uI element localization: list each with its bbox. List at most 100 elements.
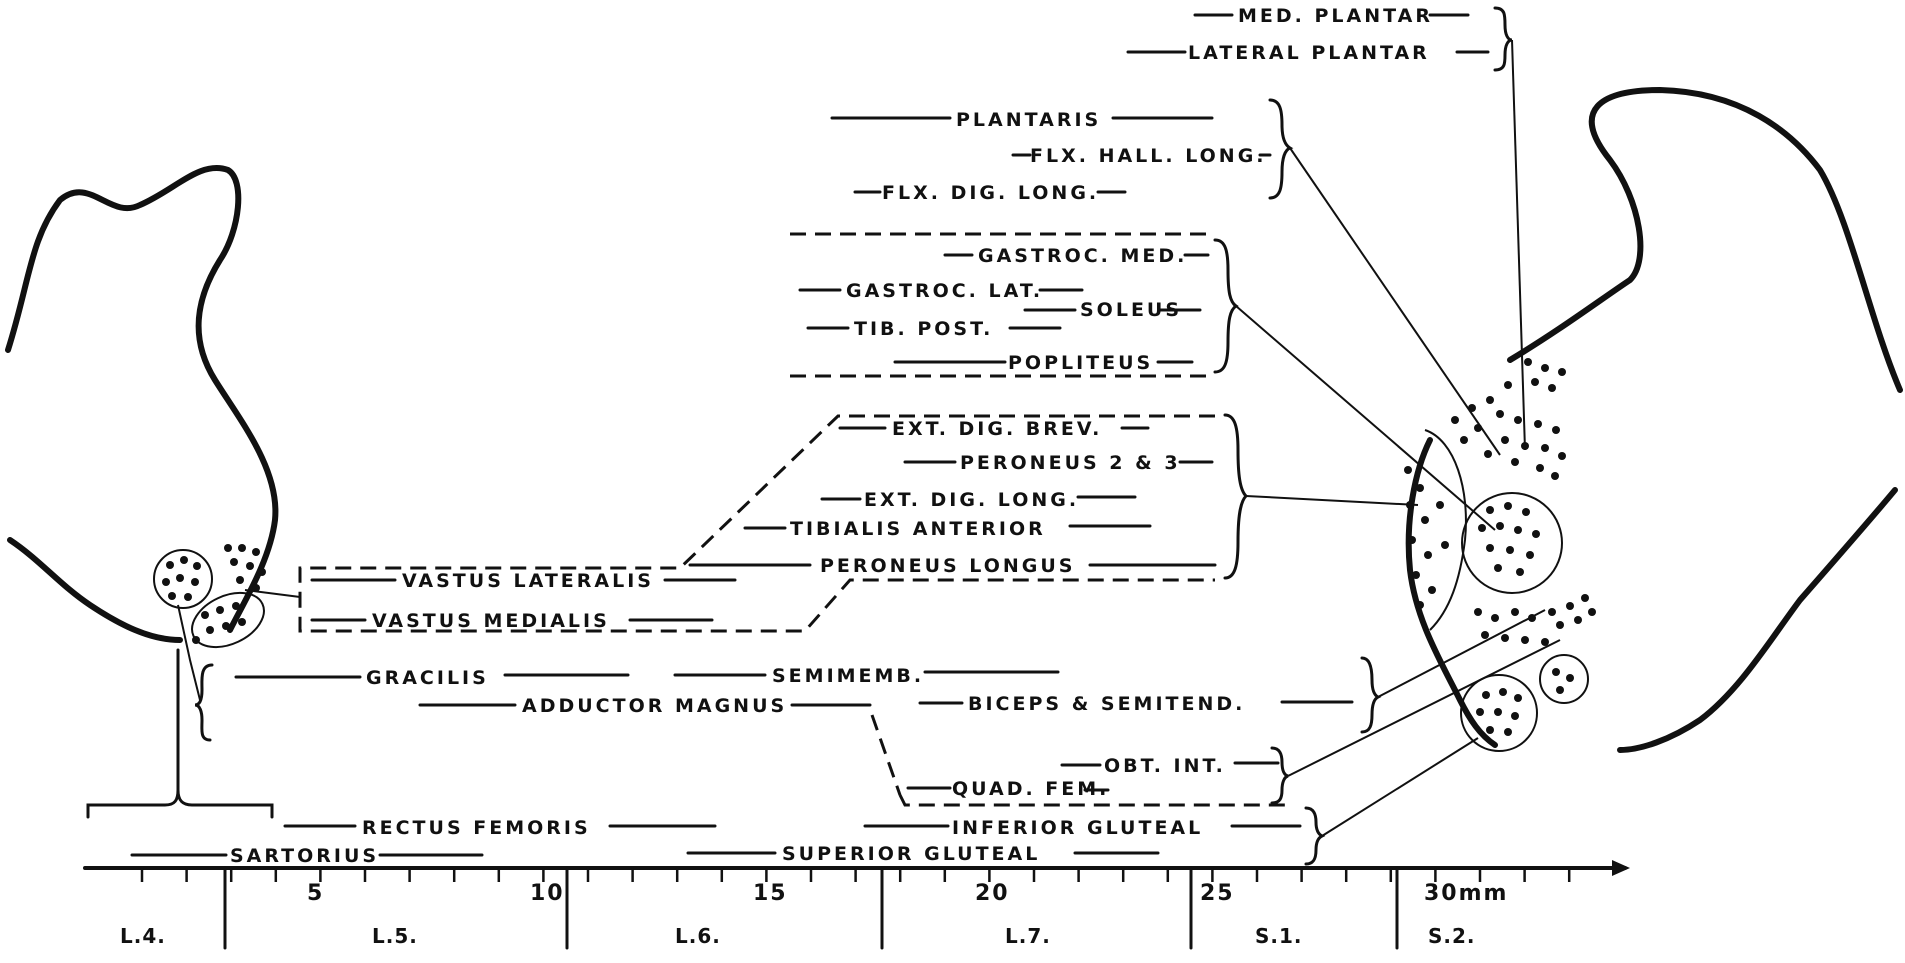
label-gastroc-lat: GASTROC. LAT. — [798, 280, 1084, 302]
right-nucleus-circle-large — [1461, 492, 1563, 594]
label-tibialis-anterior: TIBIALIS ANTERIOR — [743, 518, 1152, 540]
left-pointer-to-gracilis — [177, 604, 201, 701]
axis-tick-labels: 5 10 15 20 25 30mm — [307, 881, 1506, 906]
svg-text:EXT. DIG. LONG.: EXT. DIG. LONG. — [864, 489, 1079, 511]
svg-text:BICEPS & SEMITEND.: BICEPS & SEMITEND. — [968, 693, 1245, 715]
left-lower-brace — [86, 648, 274, 819]
label-tib-post: TIB. POST. — [806, 318, 1062, 340]
left-nucleus-dots — [162, 544, 266, 644]
scale-axis: 5 10 15 20 25 30mm L.4. L.5. L.6. L.7. S… — [83, 860, 1630, 950]
svg-text:SARTORIUS: SARTORIUS — [230, 845, 379, 867]
svg-text:MED. PLANTAR: MED. PLANTAR — [1238, 5, 1433, 27]
label-plantaris: PLANTARIS — [830, 109, 1214, 131]
label-gastroc-med: GASTROC. MED. — [943, 245, 1210, 267]
right-ventral-horn-border — [1405, 437, 1498, 748]
svg-text:GRACILIS: GRACILIS — [366, 667, 489, 689]
svg-text:PERONEUS LONGUS: PERONEUS LONGUS — [820, 555, 1075, 577]
dashed-box-gastroc — [790, 232, 1210, 378]
svg-text:RECTUS FEMORIS: RECTUS FEMORIS — [362, 817, 591, 839]
pointer-gastroc-group — [1235, 305, 1496, 531]
label-peroneus-2-3: PERONEUS 2 & 3 — [903, 452, 1214, 474]
label-superior-gluteal: SUPERIOR GLUTEAL — [686, 843, 1160, 865]
svg-text:VASTUS LATERALIS: VASTUS LATERALIS — [402, 570, 654, 592]
label-vastus-lateralis: VASTUS LATERALIS — [310, 570, 737, 592]
pointer-gluteal — [1321, 737, 1479, 837]
pointer-ext-group — [1245, 495, 1419, 506]
label-inferior-gluteal: INFERIOR GLUTEAL — [863, 817, 1302, 839]
dashed-group-boxes — [298, 232, 1285, 807]
tick-label-20: 20 — [975, 881, 1010, 906]
svg-text:POPLITEUS: POPLITEUS — [1008, 352, 1153, 374]
left-cord-outline-lower — [7, 537, 183, 643]
segment-label-s1: S.1. — [1255, 924, 1303, 948]
right-nucleus-dots — [1404, 358, 1596, 736]
right-braces — [1213, 6, 1561, 866]
svg-text:SOLEUS: SOLEUS — [1080, 299, 1182, 321]
right-cord-outline-upper — [1507, 87, 1903, 393]
left-nucleus-ellipse — [191, 591, 265, 649]
label-ext-dig-long: EXT. DIG. LONG. — [820, 489, 1137, 511]
pointer-plantaris-group — [1289, 147, 1501, 456]
label-soleus: SOLEUS — [1023, 299, 1202, 321]
label-vastus-medialis: VASTUS MEDIALIS — [310, 610, 714, 632]
axis-arrowhead — [1612, 860, 1630, 876]
left-cord-cross-section — [5, 165, 301, 819]
left-pointer-to-vastus — [244, 589, 301, 598]
segment-label-l7: L.7. — [1005, 924, 1051, 948]
brace-biceps — [1360, 656, 1382, 734]
svg-text:TIB. POST.: TIB. POST. — [854, 318, 993, 340]
segment-label-s2: S.2. — [1428, 924, 1476, 948]
pointer-plantar — [1511, 39, 1526, 451]
label-ext-dig-brev: EXT. DIG. BREV. — [838, 418, 1150, 440]
label-quad-fem: QUAD. FEM. — [906, 778, 1110, 800]
svg-text:OBT. INT.: OBT. INT. — [1104, 755, 1226, 777]
right-nucleus-circle-lower — [1460, 674, 1538, 752]
tick-label-25: 25 — [1200, 881, 1235, 906]
svg-text:VASTUS MEDIALIS: VASTUS MEDIALIS — [372, 610, 610, 632]
muscle-labels: MED. PLANTAR LATERAL PLANTAR PLANTARIS F… — [130, 5, 1490, 867]
left-cord-outline-upper — [5, 165, 279, 633]
svg-text:LATERAL PLANTAR: LATERAL PLANTAR — [1188, 42, 1430, 64]
right-nucleus-circle-small — [1539, 654, 1589, 704]
svg-text:SEMIMEMB.: SEMIMEMB. — [772, 665, 924, 687]
brace-plantaris-group — [1268, 98, 1294, 200]
segment-label-l4: L.4. — [120, 924, 166, 948]
left-nucleus-circle — [153, 549, 213, 609]
segment-boundaries — [223, 866, 1399, 950]
tick-label-5: 5 — [307, 881, 324, 906]
brace-obturator — [1270, 746, 1289, 805]
dashed-box-ext-vastus — [298, 414, 1215, 633]
svg-text:GASTROC. LAT.: GASTROC. LAT. — [846, 280, 1043, 302]
label-flx-dig-long: FLX. DIG. LONG. — [853, 182, 1127, 204]
dashed-box-adductor-quad — [870, 714, 1285, 807]
svg-text:FLX. HALL. LONG.: FLX. HALL. LONG. — [1030, 145, 1267, 167]
brace-plantar — [1493, 6, 1513, 72]
svg-text:EXT. DIG. BREV.: EXT. DIG. BREV. — [892, 418, 1102, 440]
label-flx-hall-long: FLX. HALL. LONG. — [1011, 145, 1272, 167]
svg-text:PLANTARIS: PLANTARIS — [956, 109, 1101, 131]
segment-labels: L.4. L.5. L.6. L.7. S.1. S.2. — [120, 924, 1476, 948]
label-peroneus-longus: PERONEUS LONGUS — [688, 555, 1217, 577]
label-biceps-semitend: BICEPS & SEMITEND. — [918, 693, 1354, 715]
right-cord-cross-section — [1404, 87, 1903, 753]
brace-ext-group — [1223, 413, 1249, 580]
label-rectus-femoris: RECTUS FEMORIS — [283, 817, 717, 839]
brace-gluteal — [1304, 806, 1326, 866]
label-sartorius: SARTORIUS — [130, 845, 484, 867]
label-adductor-magnus: ADDUCTOR MAGNUS — [418, 695, 872, 717]
label-popliteus: POPLITEUS — [893, 352, 1194, 374]
left-gracilis-brace — [194, 663, 214, 742]
right-lateral-nucleus-outline — [1424, 429, 1467, 631]
svg-text:GASTROC. MED.: GASTROC. MED. — [978, 245, 1187, 267]
segment-label-l5: L.5. — [372, 924, 418, 948]
axis-minor-ticks — [140, 868, 1571, 882]
svg-text:QUAD. FEM.: QUAD. FEM. — [952, 778, 1109, 800]
right-cord-outline-lower — [1617, 487, 1898, 753]
tick-label-10: 10 — [530, 881, 565, 906]
svg-text:INFERIOR GLUTEAL: INFERIOR GLUTEAL — [952, 817, 1203, 839]
label-gracilis: GRACILIS — [234, 667, 630, 689]
tick-label-15: 15 — [753, 881, 788, 906]
label-lateral-plantar: LATERAL PLANTAR — [1126, 42, 1490, 64]
label-semimemb: SEMIMEMB. — [673, 665, 1060, 687]
